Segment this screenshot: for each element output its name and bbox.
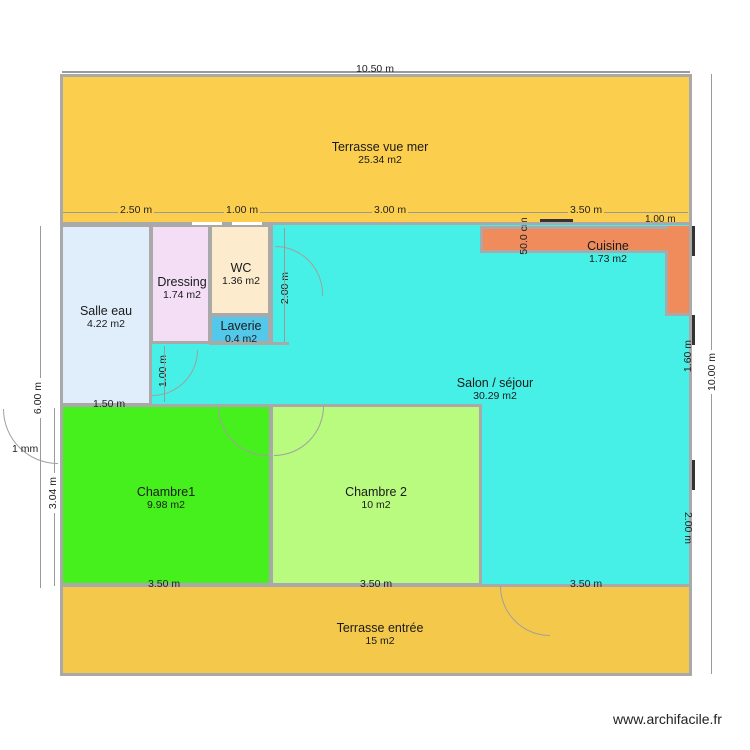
- room-name: Terrasse entrée: [336, 621, 424, 635]
- kitchen-window-top: [540, 219, 573, 222]
- dimension-top-cuisine: 3.50 m: [568, 204, 605, 216]
- room-label-salle-eau: Salle eau 4.22 m2: [66, 304, 146, 330]
- dimension-top-wc: 1.00 m: [224, 204, 261, 216]
- watermark: www.archifacile.fr: [613, 711, 722, 727]
- window-right-3: [692, 460, 695, 490]
- room-area: 15 m2: [365, 634, 395, 647]
- wall-opening-top2: [232, 222, 262, 225]
- room-label-salon: Salon / séjour 30.29 m2: [440, 376, 550, 402]
- window-right-2: [692, 315, 695, 345]
- dimension-line-wc-height: [284, 228, 285, 342]
- door-exterior-left[interactable]: [3, 409, 58, 464]
- room-name: Chambre 2: [345, 485, 407, 499]
- room-label-dressing: Dressing 1.74 m2: [152, 276, 212, 301]
- room-label-laverie: Laverie 0.4 m2: [212, 320, 270, 342]
- dimension-chambre1-height: 3.04 m: [47, 473, 59, 513]
- wall-opening-top: [192, 222, 222, 225]
- dimension-bottom-chambre2: 3.50 m: [360, 578, 393, 590]
- dimension-line-dressing-door: [164, 346, 165, 402]
- dimension-top-salon: 3.00 m: [372, 204, 409, 216]
- room-name: Salle eau: [79, 304, 133, 318]
- dimension-bottom-chambre1: 3.50 m: [148, 578, 181, 590]
- wall-wc-right: [270, 224, 273, 344]
- dimension-left-total: 6.00 m: [32, 378, 44, 418]
- dimension-top-salle-eau: 2.50 m: [118, 204, 155, 216]
- room-area: 25.34 m2: [358, 153, 402, 166]
- room-label-terrasse-entree: Terrasse entrée 15 m2: [300, 621, 460, 647]
- room-area: 0.4 m2: [224, 332, 258, 342]
- dimension-dressing-door: 1.00 m: [157, 354, 169, 388]
- wall-top-interior: [60, 222, 692, 225]
- dimension-top-total: 10.50 m: [356, 63, 394, 75]
- room-name: Salon / séjour: [456, 376, 534, 390]
- room-terrasse-entree[interactable]: [60, 584, 692, 676]
- room-area: 1.73 m2: [589, 252, 627, 265]
- dimension-salle-eau-bottom: 1.50 m: [93, 398, 126, 410]
- room-label-terrasse-vue-mer: Terrasse vue mer 25.34 m2: [300, 140, 460, 166]
- room-cuisine[interactable]: [480, 226, 692, 253]
- dimension-bottom-salon: 3.50 m: [570, 578, 603, 590]
- room-area: 1.36 m2: [222, 274, 260, 287]
- room-area: 4.22 m2: [87, 317, 125, 330]
- dimension-wc-laverie-height: 2.00 m: [279, 271, 291, 305]
- room-name: Dressing: [157, 276, 207, 289]
- room-area: 9.98 m2: [147, 498, 185, 511]
- room-area: 1.74 m2: [163, 288, 201, 301]
- room-label-chambre1: Chambre1 9.98 m2: [116, 485, 216, 511]
- room-name: Chambre1: [136, 485, 196, 499]
- dimension-cuisine-depth: 50.0 cm: [518, 217, 530, 255]
- room-label-chambre2: Chambre 2 10 m2: [326, 485, 426, 511]
- room-area: 10 m2: [361, 498, 391, 511]
- room-name: WC: [230, 261, 252, 275]
- wall-laverie-bottom: [209, 342, 289, 345]
- dimension-right-window1: 1.60 m: [682, 339, 694, 373]
- room-label-wc: WC 1.36 m2: [212, 261, 270, 287]
- window-right-1: [692, 226, 695, 256]
- room-terrasse-vue-mer[interactable]: [60, 74, 692, 224]
- room-name: Laverie: [220, 320, 262, 333]
- dimension-outside-door: 1 mm: [12, 443, 39, 455]
- room-area: 30.29 m2: [473, 389, 517, 402]
- room-wc[interactable]: [209, 224, 271, 316]
- dimension-line-top-total: [62, 71, 690, 73]
- dimension-right-total: 10.00 m: [706, 350, 718, 394]
- room-label-cuisine: Cuisine 1.73 m2: [568, 239, 648, 265]
- room-name: Cuisine: [587, 239, 629, 253]
- room-name: Terrasse vue mer: [331, 140, 429, 154]
- dimension-top-right: 1.00 m: [645, 214, 676, 225]
- wall-salon-right: [689, 224, 692, 586]
- cuisine-corner-fill: [662, 229, 670, 250]
- dimension-right-window2: 2.00 m: [682, 511, 694, 545]
